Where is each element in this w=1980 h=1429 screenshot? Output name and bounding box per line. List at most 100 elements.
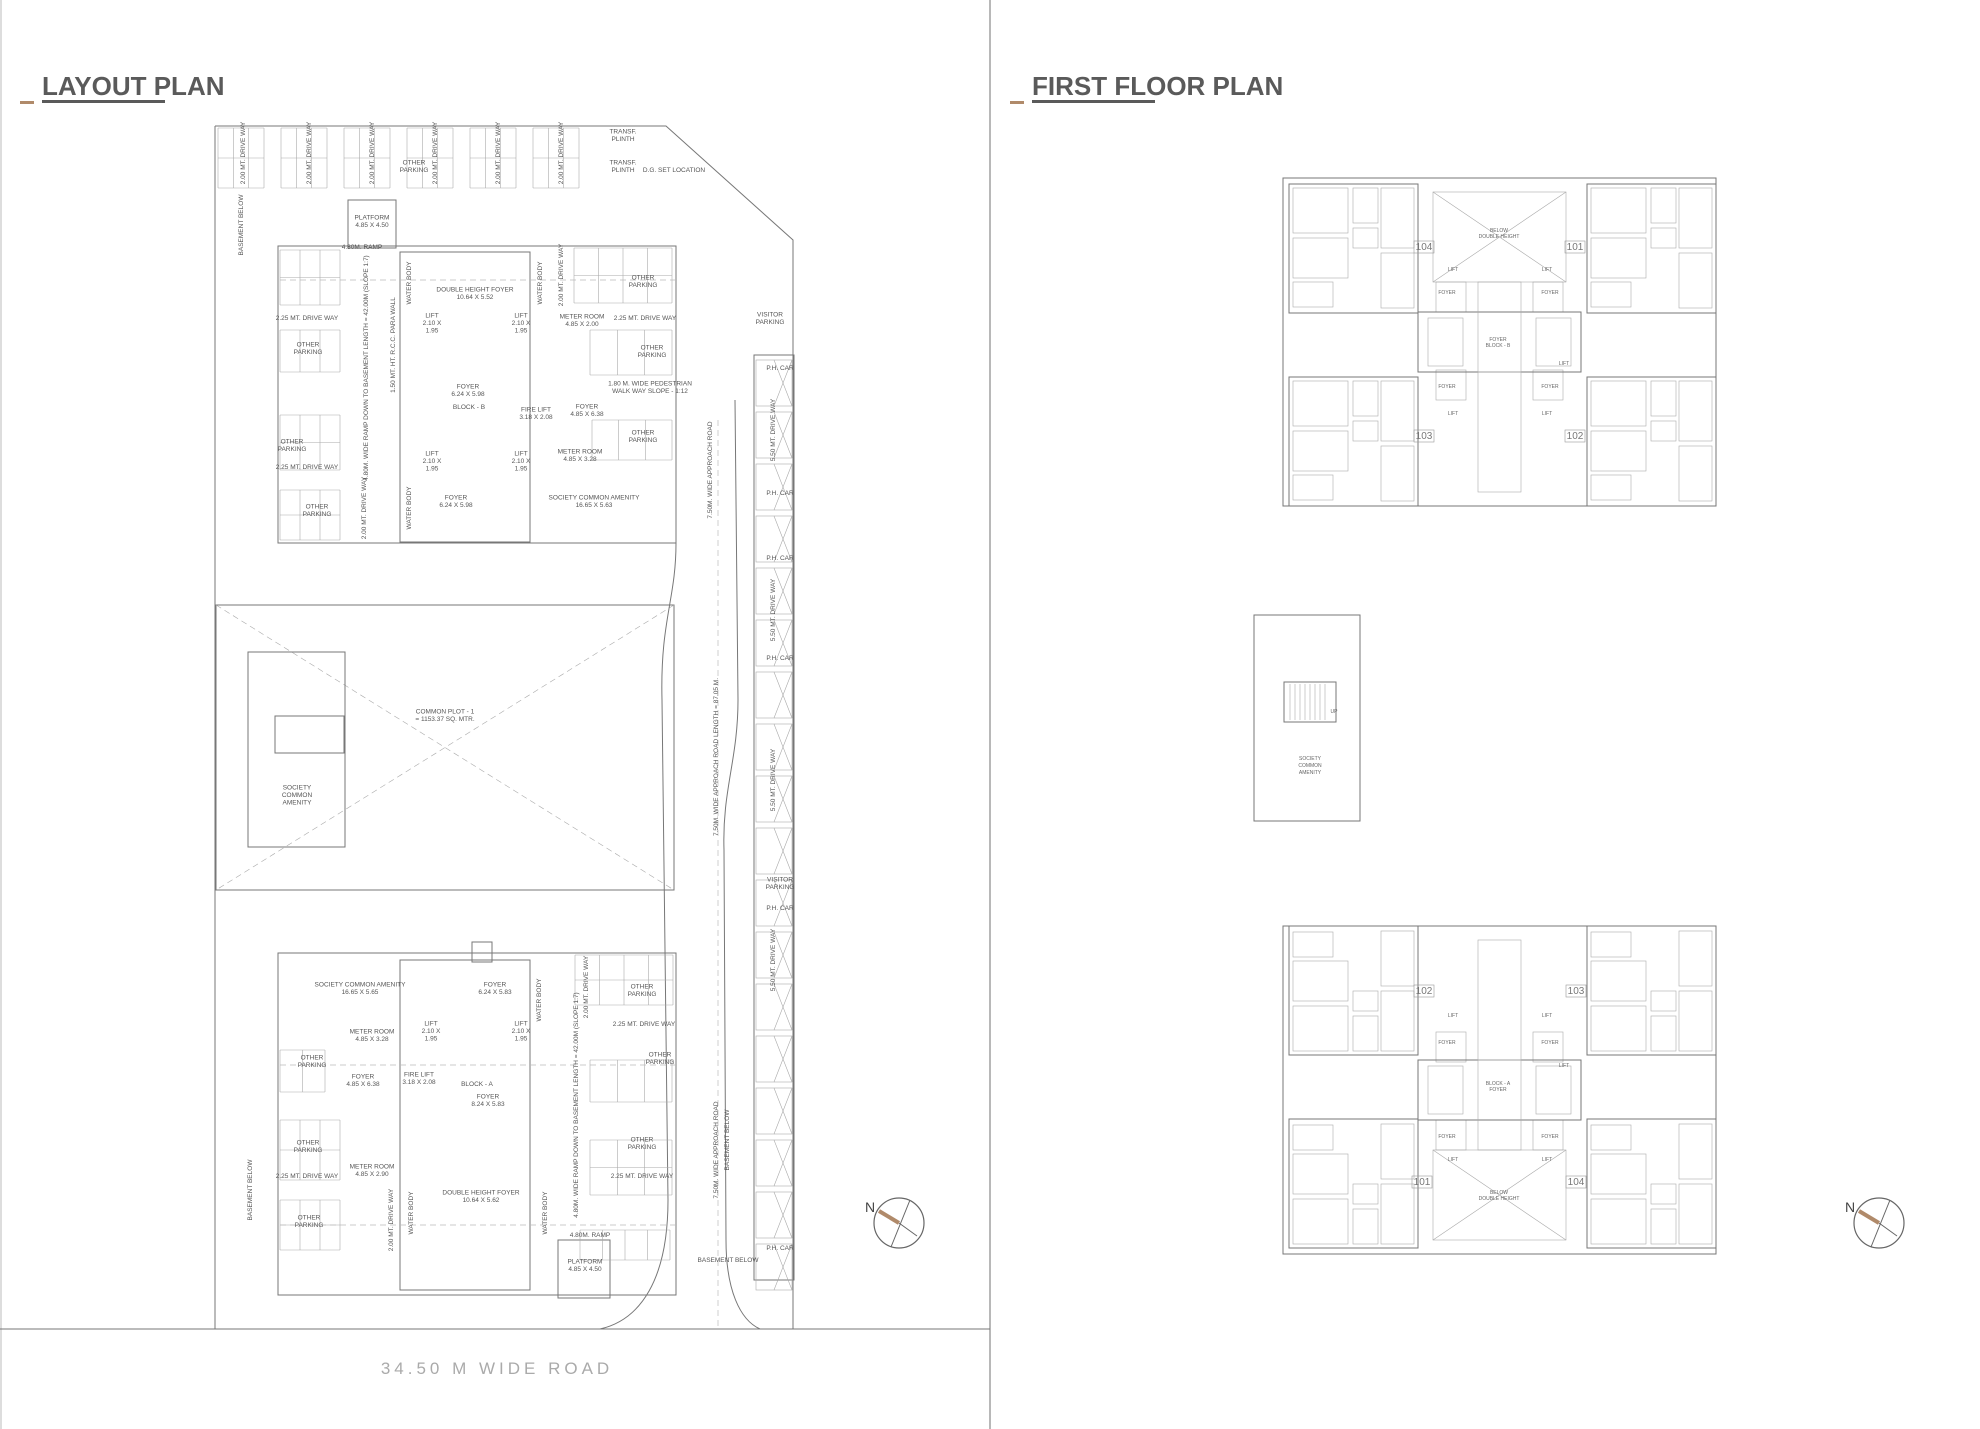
floor-plan-label-line: FOYER	[1541, 384, 1559, 390]
plan-label-line: LIFT	[424, 1021, 437, 1028]
vertical-plan-label: BASEMENT BELOW	[724, 1109, 731, 1171]
parking-bay-cross	[773, 1087, 793, 1135]
unit-number: 101	[1567, 242, 1584, 253]
room-wall	[1650, 1208, 1677, 1245]
plan-label-line: PARKING	[298, 1062, 327, 1069]
plan-label-line: 2.25 MT. DRIVE WAY	[276, 464, 339, 471]
vertical-plan-label: 7.50M. WIDE APPROACH ROAD	[713, 1101, 720, 1198]
floor-plan-label-line: LIFT	[1542, 1157, 1552, 1163]
room-wall	[1380, 380, 1415, 442]
plan-label-line: = 1153.37 SQ. MTR.	[415, 716, 475, 723]
compass-needle	[1857, 1209, 1881, 1225]
plan-label-line: OTHER	[641, 344, 664, 351]
parking-bay	[755, 1191, 793, 1239]
vertical-plan-label: WATER BODY	[542, 1191, 549, 1235]
plan-label-line: WALK WAY SLOPE - 1:12	[612, 388, 688, 395]
vertical-plan-label: 7.50M. WIDE APPROACH ROAD LENGTH = 87.05…	[713, 678, 720, 836]
floor-plan-label: LIFT	[1542, 267, 1552, 273]
block-a-core	[399, 959, 531, 1291]
room-wall	[1678, 445, 1713, 502]
layout-plan-heading: LAYOUT PLAN	[20, 71, 225, 104]
room-wall	[1532, 369, 1564, 401]
approach-road-edge-left	[599, 542, 677, 1330]
drive-axis	[280, 279, 676, 1226]
plan-label-line: 4.85 X 4.50	[568, 1266, 602, 1273]
layout-plan-title: LAYOUT PLAN	[42, 71, 225, 101]
floor-plan-label-line: LIFT	[1448, 267, 1458, 273]
common-plot	[215, 604, 675, 891]
plan-label-line: 4.85 X 2.00	[565, 321, 599, 328]
plan-label-line: PLINTH	[611, 136, 634, 143]
compass-circle	[873, 1197, 925, 1249]
plan-label-line: OTHER	[297, 1139, 320, 1146]
parking-bay	[755, 463, 793, 511]
plan-label-line: OTHER	[649, 1051, 672, 1058]
plan-label-line: 8.24 X 5.83	[471, 1101, 505, 1108]
floor-plan-label-line: FOYER	[1541, 1040, 1559, 1046]
room-wall	[1650, 990, 1677, 1012]
plan-label-line: 1.80 M. WIDE PEDESTRIAN	[608, 380, 692, 387]
room-wall	[1380, 1123, 1415, 1180]
floor-plan-label-line: DOUBLE HEIGHT	[1479, 234, 1520, 240]
plan-label-line: 4.85 X 2.90	[355, 1171, 389, 1178]
plan-label: 2.25 MT. DRIVE WAY	[276, 1173, 339, 1180]
room-wall	[1678, 930, 1713, 987]
plan-label-line: COMMON	[282, 792, 313, 799]
room-wall	[1435, 281, 1467, 313]
room-wall	[1292, 1124, 1334, 1151]
plan-label-line: PLINTH	[611, 167, 634, 174]
room-wall	[1292, 1153, 1349, 1195]
floor-plan-label-line: FOYER	[1438, 384, 1456, 390]
floor-plan-label-line: FOYER	[1541, 290, 1559, 296]
plan-label-line: BLOCK - A	[461, 1081, 493, 1088]
parking-bay	[755, 1087, 793, 1135]
plan-label: 2.25 MT. DRIVE WAY	[611, 1173, 674, 1180]
unit-number: 101	[1414, 1177, 1431, 1188]
room-wall	[1292, 1198, 1349, 1245]
plan-label-line: PARKING	[303, 511, 332, 518]
plan-label-line: 16.65 X 5.63	[576, 502, 613, 509]
unit-number: 103	[1568, 986, 1585, 997]
plan-label-line: PARKING	[294, 349, 323, 356]
room-wall	[1292, 430, 1349, 472]
room-wall	[1352, 420, 1379, 442]
amenity-outline	[1253, 614, 1361, 822]
approach-road-edge-right	[723, 399, 761, 1330]
unit-number-box	[1413, 429, 1435, 443]
right-parking-strip	[753, 354, 795, 1281]
plan-label-line: 3.18 X 2.08	[402, 1079, 436, 1086]
room-wall	[1586, 1118, 1717, 1249]
room-wall	[1650, 420, 1677, 442]
plan-label-line: PARKING	[278, 446, 307, 453]
plan-label-line: 16.65 X 5.65	[342, 989, 379, 996]
floor-plan-label-line: BLOCK - A	[1486, 1081, 1511, 1087]
plan-label-line: PARKING	[646, 1059, 675, 1066]
plan-label-line: 2.10 X	[512, 1028, 531, 1035]
unit-number-box	[1411, 1175, 1433, 1189]
plan-label-line: OTHER	[281, 438, 304, 445]
vertical-plan-label: WATER BODY	[536, 978, 543, 1022]
amenity-label-line: COMMON	[1298, 763, 1322, 769]
plan-label-line: 4.85 X 3.28	[355, 1036, 389, 1043]
plan-label: P.H. CAR	[766, 490, 794, 497]
room-wall	[1590, 281, 1632, 308]
plan-label-line: METER ROOM	[350, 1028, 395, 1035]
road-label: 34.50 M WIDE ROAD	[381, 1359, 613, 1378]
floor-plan-label-line: LIFT	[1559, 361, 1569, 367]
plan-label: BASEMENT BELOW	[698, 1257, 760, 1264]
vertical-plan-label: 2.00 MT. DRIVE WAY	[369, 121, 376, 184]
room-wall	[1678, 1183, 1713, 1245]
